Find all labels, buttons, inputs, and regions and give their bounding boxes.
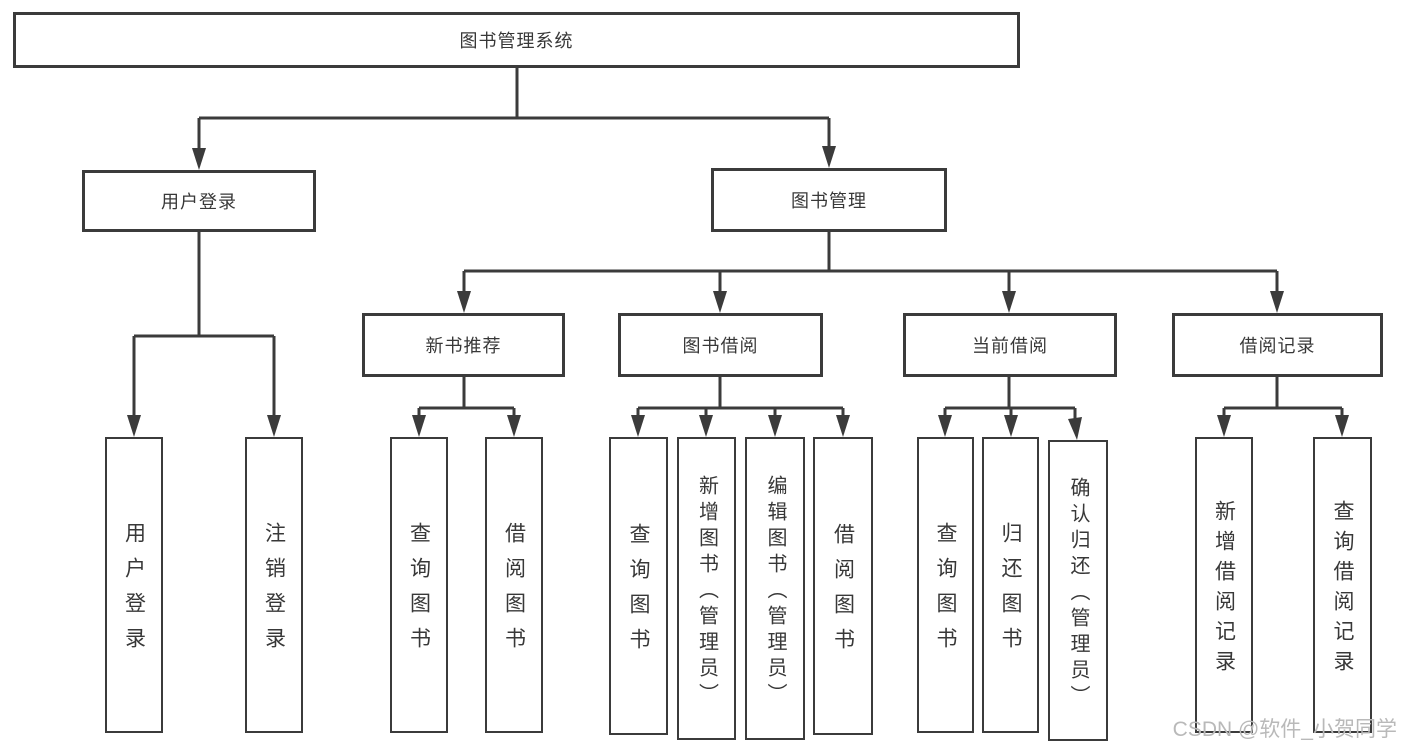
connector-user-login-children [127, 232, 281, 437]
watermark: CSDN @软件_小贺同学 [1172, 718, 1397, 741]
leaf-newbook-query-books-label: 查询图书 [407, 522, 431, 662]
leaf-borrow-query-books: 查询图书 [609, 437, 668, 735]
node-book-borrow-label: 图书借阅 [682, 336, 759, 356]
node-new-book-recommend-label: 新书推荐 [425, 336, 502, 356]
leaf-newbook-borrow-books-label: 借阅图书 [502, 522, 526, 662]
node-new-book-recommend: 新书推荐 [362, 313, 565, 377]
leaf-current-return-books: 归还图书 [982, 437, 1039, 733]
node-root-label: 图书管理系统 [459, 31, 574, 51]
leaf-borrow-query-books-label: 查询图书 [627, 523, 650, 663]
leaf-records-query-record-label: 查询借阅记录 [1331, 499, 1354, 680]
connector-borrow-children [631, 377, 850, 437]
connector-book-mgmt-children [457, 232, 1284, 313]
leaf-borrow-borrow-books-label: 借阅图书 [831, 523, 855, 663]
leaf-user-login-label: 用户登录 [122, 522, 146, 662]
node-user-login: 用户登录 [82, 170, 316, 232]
node-borrow-records-label: 借阅记录 [1239, 336, 1316, 356]
connector-current-children [938, 377, 1082, 440]
node-borrow-records: 借阅记录 [1172, 313, 1383, 377]
connector-records-children [1217, 377, 1349, 437]
leaf-user-login: 用户登录 [105, 437, 163, 733]
node-book-management-label: 图书管理 [791, 191, 867, 211]
leaf-records-query-record: 查询借阅记录 [1313, 437, 1372, 733]
leaf-current-confirm-return-admin-label: 确认归还（管理员） [1067, 476, 1089, 711]
leaf-borrow-add-books-admin: 新增图书（管理员） [677, 437, 736, 740]
leaf-borrow-edit-books-admin: 编辑图书（管理员） [745, 437, 805, 740]
node-current-borrow-label: 当前借阅 [972, 336, 1048, 356]
connector-root-to-level2 [192, 68, 836, 170]
node-root: 图书管理系统 [13, 12, 1020, 68]
leaf-records-add-record-label: 新增借阅记录 [1212, 499, 1236, 680]
leaf-borrow-borrow-books: 借阅图书 [813, 437, 873, 735]
leaf-current-confirm-return-admin: 确认归还（管理员） [1048, 440, 1108, 741]
leaf-current-query-books: 查询图书 [917, 437, 974, 733]
leaf-current-return-books-label: 归还图书 [999, 522, 1022, 662]
node-book-management: 图书管理 [711, 168, 947, 232]
leaf-borrow-add-books-admin-label: 新增图书（管理员） [695, 474, 718, 709]
leaf-records-add-record: 新增借阅记录 [1195, 437, 1253, 733]
leaf-borrow-edit-books-admin-label: 编辑图书（管理员） [764, 474, 786, 709]
leaf-logout: 注销登录 [245, 437, 303, 733]
node-user-login-label: 用户登录 [161, 192, 237, 212]
leaf-newbook-borrow-books: 借阅图书 [485, 437, 543, 733]
node-current-borrow: 当前借阅 [903, 313, 1117, 377]
connector-new-books-children [412, 377, 521, 437]
node-book-borrow: 图书借阅 [618, 313, 823, 377]
leaf-current-query-books-label: 查询图书 [934, 522, 957, 662]
leaf-newbook-query-books: 查询图书 [390, 437, 448, 733]
leaf-logout-label: 注销登录 [262, 522, 286, 662]
